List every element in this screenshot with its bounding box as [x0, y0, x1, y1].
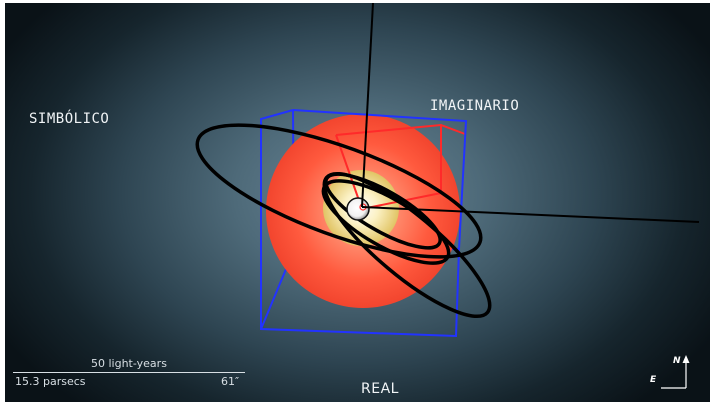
sky-viewport[interactable]: SIMBÓLICO IMAGINARIO REAL 50 light-years…: [5, 3, 710, 402]
compass-east-label: E: [650, 375, 657, 385]
compass-arrows: [661, 355, 690, 389]
label-real: REAL: [361, 381, 399, 397]
orbit-rings: [195, 123, 492, 319]
scale-angle: 61″: [221, 375, 240, 388]
scale-bar-line: [13, 372, 245, 373]
scale-parsecs: 15.3 parsecs: [15, 375, 86, 388]
label-imaginario: IMAGINARIO: [430, 98, 520, 114]
compass-north-label: N: [673, 356, 681, 366]
scale-light-years: 50 light-years: [91, 357, 167, 370]
axis-lines: [361, 3, 700, 223]
scene-graphic: [195, 3, 700, 389]
label-simbolico: SIMBÓLICO: [29, 111, 110, 127]
